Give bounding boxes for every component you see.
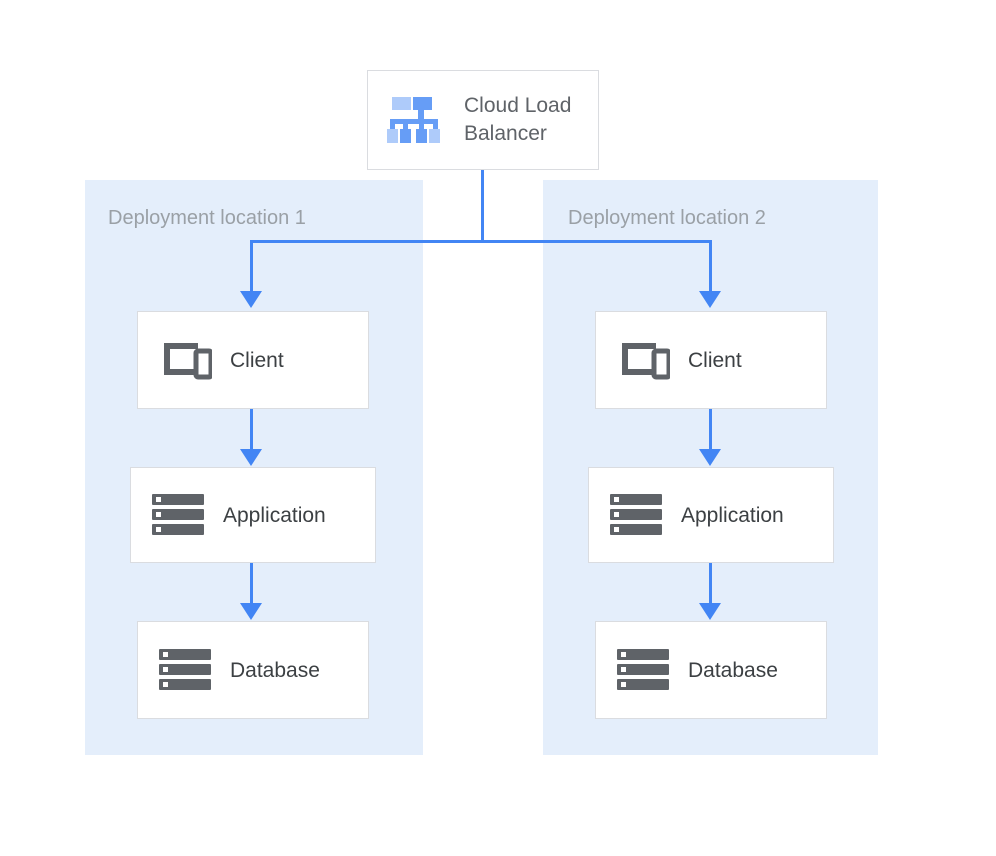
connector-lb-stem [481,170,484,242]
node-database-deployment-location-2[interactable]: Database [595,621,827,719]
arrowhead-to-client-2 [699,291,721,308]
connector-client-2-to-application-2 [709,409,712,451]
node-label-cloud-load-balancer: Cloud Load Balancer [464,94,572,145]
connector-client-1-to-application-1 [250,409,253,451]
arrowhead-to-database-1 [240,603,262,620]
node-label-application-deployment-location-2: Application [681,503,784,527]
connector-bus-to-client-1 [250,240,253,293]
server-rack-icon [616,648,670,692]
node-label-application-deployment-location-1: Application [223,503,326,527]
node-client-deployment-location-1[interactable]: Client [137,311,369,409]
server-rack-icon [151,493,205,537]
arrowhead-to-database-2 [699,603,721,620]
client-devices-icon [616,338,672,382]
node-label-database-deployment-location-2: Database [688,658,778,682]
node-label-database-deployment-location-1: Database [230,658,320,682]
client-devices-icon [158,338,214,382]
connector-application-1-to-database-1 [250,563,253,605]
node-database-deployment-location-1[interactable]: Database [137,621,369,719]
node-label-client-deployment-location-1: Client [230,348,284,372]
connector-application-2-to-database-2 [709,563,712,605]
server-rack-icon [158,648,212,692]
server-rack-icon [609,493,663,537]
connector-bus-to-client-2 [709,240,712,293]
zone-label-deployment-location-1: Deployment location 1 [108,207,306,229]
node-application-deployment-location-2[interactable]: Application [588,467,834,563]
node-application-deployment-location-1[interactable]: Application [130,467,376,563]
node-label-client-deployment-location-2: Client [688,348,742,372]
node-cloud-load-balancer[interactable]: Cloud Load Balancer [367,70,599,170]
arrowhead-to-client-1 [240,291,262,308]
arrowhead-to-application-1 [240,449,262,466]
arrowhead-to-application-2 [699,449,721,466]
connector-bus-horizontal [250,240,711,243]
cloud-load-balancer-icon [386,95,442,145]
node-client-deployment-location-2[interactable]: Client [595,311,827,409]
zone-label-deployment-location-2: Deployment location 2 [568,207,766,229]
